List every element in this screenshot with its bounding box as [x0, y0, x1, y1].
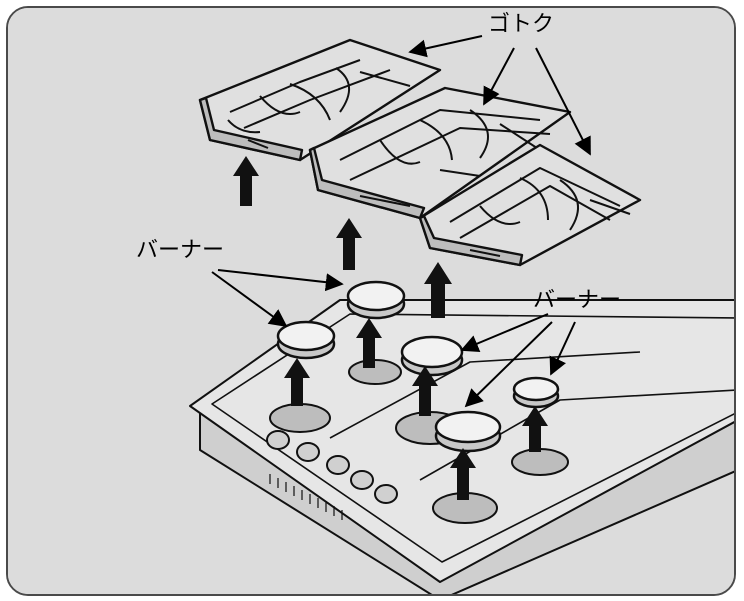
lift-arrows — [233, 156, 548, 500]
up-arrow-6 — [412, 366, 438, 416]
up-arrow-1 — [233, 156, 259, 206]
up-arrow-7 — [450, 448, 476, 500]
up-arrow-4 — [356, 318, 382, 368]
grates — [198, 38, 642, 267]
label-grates: ゴトク — [488, 12, 555, 37]
grate-center — [308, 86, 572, 220]
grate-right — [418, 143, 642, 267]
up-arrow-2 — [336, 218, 362, 270]
callout-lines — [211, 35, 591, 408]
burner-cap-4 — [434, 410, 502, 453]
diagram-frame — [6, 6, 736, 596]
vent-slots — [269, 474, 343, 520]
burner-cap-3 — [400, 335, 464, 377]
grate-left — [198, 38, 442, 162]
label-burners-right: バーナー — [533, 288, 622, 313]
up-arrow-8 — [522, 406, 548, 452]
burner-cap-1 — [276, 320, 336, 360]
burner-caps — [276, 280, 560, 453]
up-arrow-3 — [424, 262, 452, 318]
up-arrow-5 — [284, 358, 310, 406]
control-knobs — [266, 430, 398, 504]
burner-cap-5 — [512, 376, 560, 409]
burner-cap-2 — [346, 280, 406, 320]
label-burners-left: バーナー — [136, 238, 225, 263]
